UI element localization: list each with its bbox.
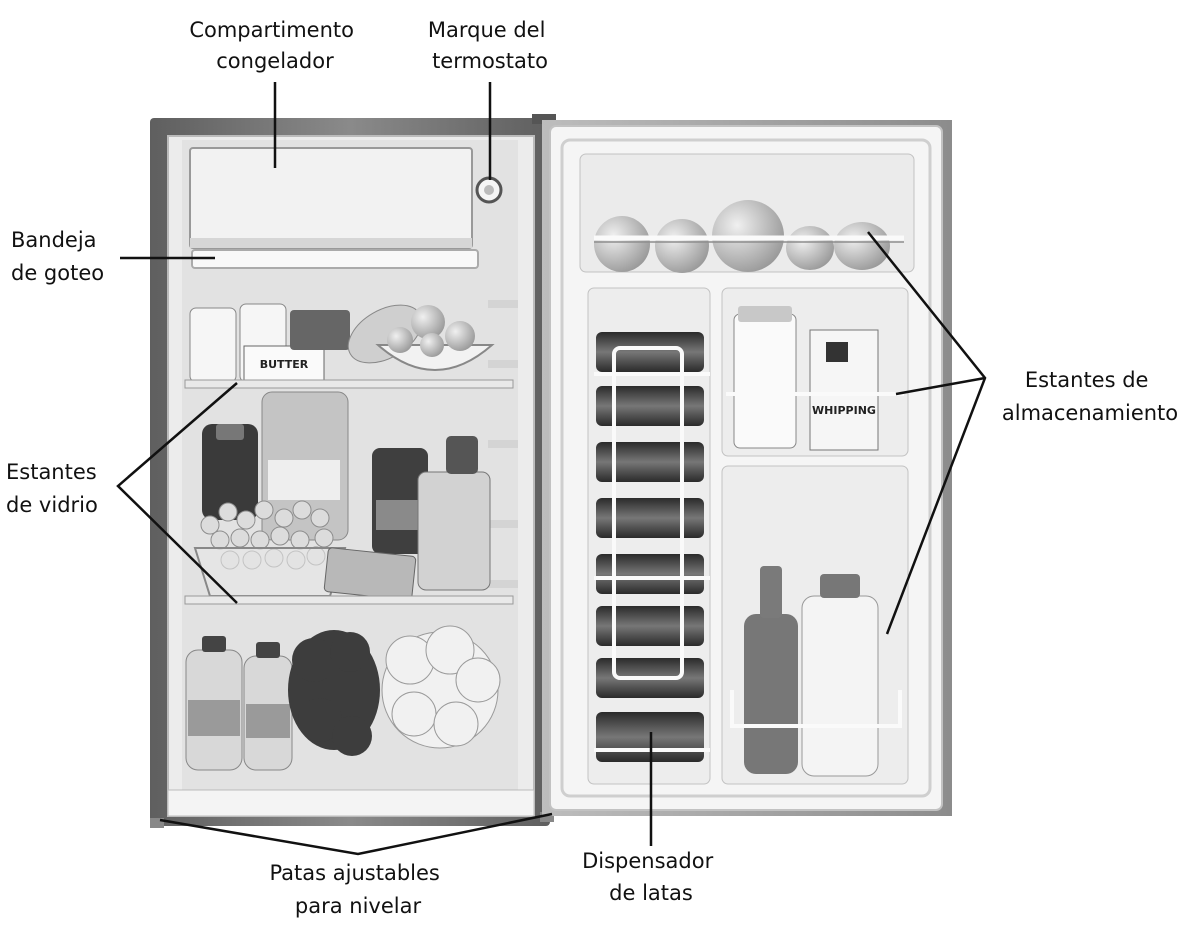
fruit [786,226,834,270]
freezer-box [189,147,473,249]
thermostat-dial [475,176,503,204]
grape-bowl [193,547,347,597]
glass-shelf-upper [184,379,514,389]
water-bottle-2-cap [256,642,280,658]
jug-label [268,460,340,500]
food-package [290,310,350,350]
fruit [387,327,413,353]
juice-bottle-dark [202,424,258,520]
freezer-door-edge [190,238,472,248]
carton-dark-square [826,342,848,362]
upper-shelf-items: BUTTER [189,303,495,383]
leader-storage-mid [895,376,986,396]
leveling-leg-left [150,818,164,828]
glass-shelf-lower [184,595,514,605]
soda-bottle [744,614,798,774]
milk-jug [801,595,879,777]
freezer-compartment [189,147,473,249]
fruit [834,222,890,270]
can [596,498,704,538]
leader-glass-shelves [116,382,238,604]
can [596,554,704,594]
label-glass-shelves: Estantes de vidrio [6,460,103,517]
label-thermostat: Marque del termostato [428,18,552,73]
crisper-items [185,625,501,771]
jar-white [733,313,797,449]
bottle-rail [730,690,902,728]
door-gasket [560,138,932,798]
fruit [655,219,709,273]
pickle-jar-lid [446,436,478,474]
water-bottle-2-label [246,704,290,738]
broccoli [288,630,380,756]
butter-label: BUTTER [260,358,309,371]
door: WHIPPING [542,120,952,816]
leveling-leg-right [540,812,554,822]
label-can-dispenser: Dispensador de latas [582,849,720,905]
can-dispenser-rack [612,346,684,680]
fruit [594,216,650,272]
yogurt-cup-1 [189,307,237,383]
cauliflower [381,625,501,749]
soda-bottle-neck [760,566,782,618]
whipping-label: WHIPPING [812,404,876,417]
pickle-jar [417,471,491,591]
jar-label [376,500,424,530]
cheese-block [323,547,417,601]
label-storage-shelves: Estantes de almacenamiento [1002,368,1178,425]
fruit [420,333,444,357]
leader-lines [116,82,987,856]
callout-labels: Compartimento congelador Marque del term… [6,18,1178,918]
fruit [411,305,445,339]
label-drip-tray: Bandeja de goteo [11,228,104,285]
can [596,386,704,426]
leader-leveling-legs [159,812,553,856]
water-bottle-1-cap [202,636,226,652]
side-wall-ribs [488,300,518,588]
top-hinge [532,114,556,124]
can [596,442,704,482]
juice-bottle-cap [216,424,244,440]
cabinet-bottom-lip [167,789,535,817]
middle-shelf-items [193,391,491,601]
butter-box [243,345,325,383]
milk-jug-cap [820,574,860,598]
water-bottle-1-label [188,700,240,736]
label-freezer: Compartimento congelador [189,18,360,73]
label-leveling-legs: Patas ajustables para nivelar [269,861,446,918]
jar-white-lid [738,306,792,322]
can [596,332,704,372]
fruit [445,321,475,351]
can [596,606,704,646]
drip-tray [191,249,479,269]
